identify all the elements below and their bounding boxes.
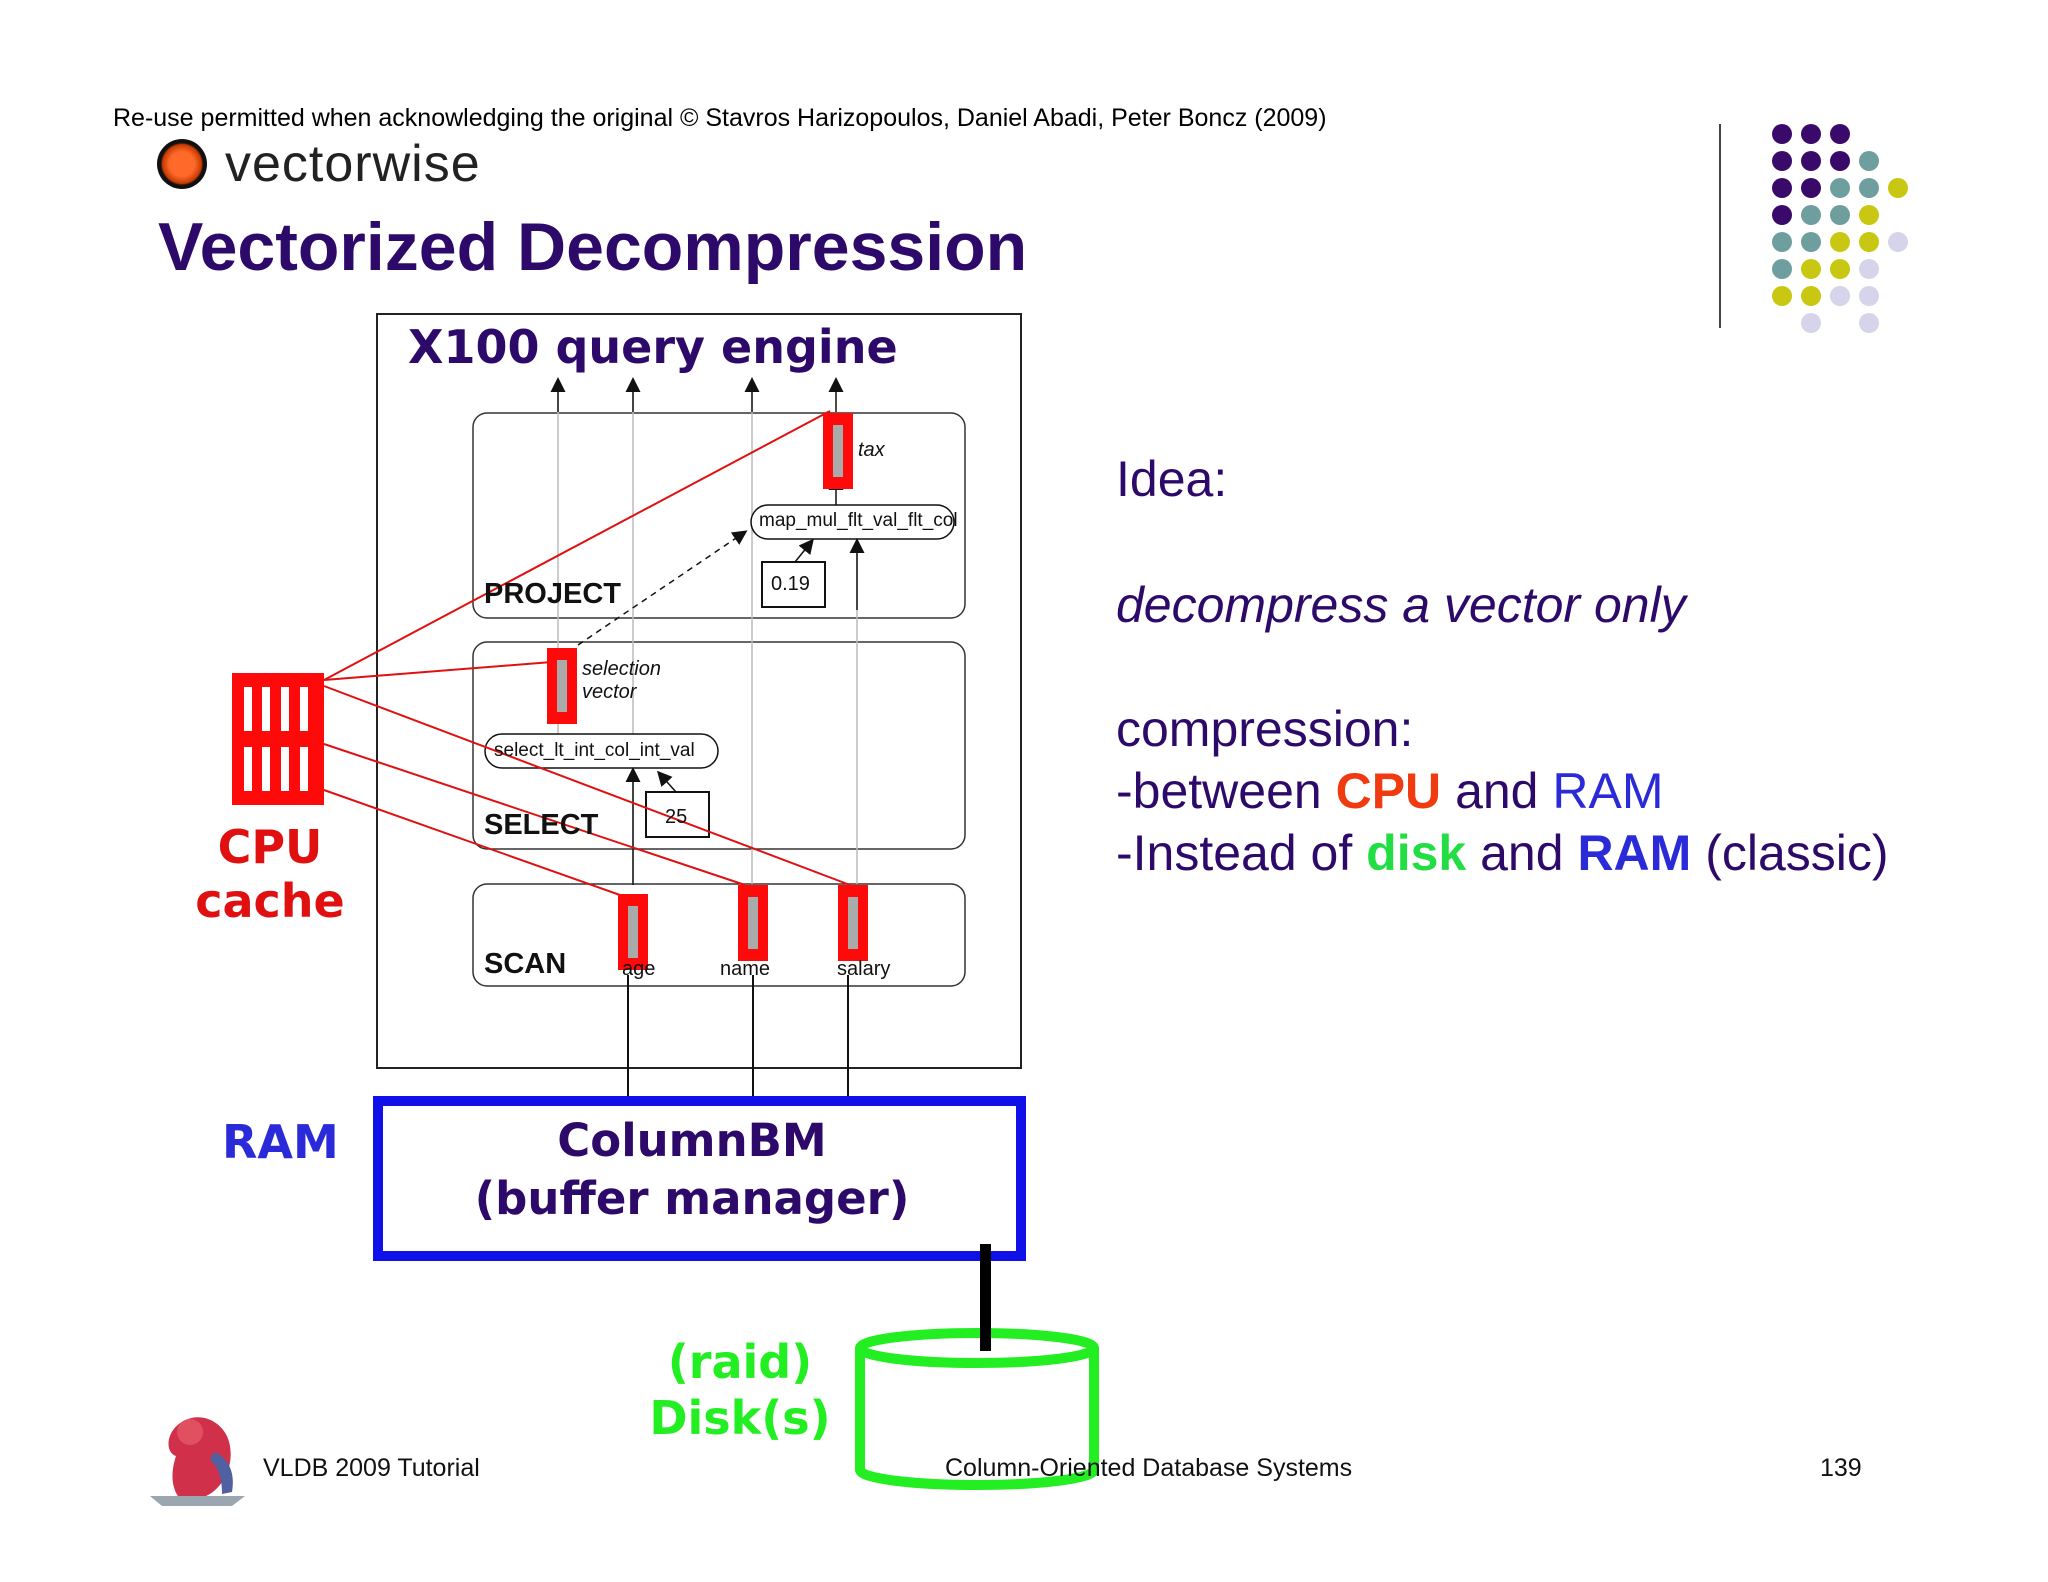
footer-left: VLDB 2009 Tutorial [263,1454,480,1482]
select-primitive-box [484,733,719,769]
dot-row-1 [1772,124,1850,144]
logo-orb-icon [157,139,207,189]
scan-operator-label: SCAN [484,948,567,980]
columnbm-label-line1: ColumnBM [557,1114,827,1167]
cpu-cache-label-line2: cache [195,874,345,928]
column-input-lines [627,975,849,1096]
selection-vector-dashed-arrow [577,530,748,646]
line2-disk: disk [1366,825,1467,881]
project-constant-box [761,561,826,608]
column-label-age: age [622,958,656,980]
cache-connection-lines [323,410,851,896]
dot-row-2 [1772,151,1879,171]
map-primitive-label: map_mul_flt_val_flt_col [759,510,958,531]
selection-vector-label-2: vector [582,681,637,703]
line2-prefix: -Instead of [1116,825,1367,881]
selection-vector-label-1: selection [582,658,661,680]
footer-center: Column-Oriented Database Systems [945,1454,1353,1482]
line1-cpu: CPU [1335,763,1442,819]
const-to-map-arrow [794,538,814,563]
decorative-dot-grid [1772,124,1908,333]
disk-label: (raid) Disk(s) [630,1334,850,1446]
cpu-cache-block [232,673,324,805]
tax-vector-marker [823,413,853,489]
line2-ram: RAM [1577,825,1692,881]
logo-text: vectorwise [225,135,481,193]
select-operator-label: SELECT [484,809,599,841]
lion-mascot-icon [150,1417,245,1506]
select-constant-box [645,791,710,838]
line1-prefix: -between [1116,763,1336,819]
tax-label: tax [858,439,885,461]
dot-row-3 [1772,178,1908,198]
line1-mid: and [1441,763,1553,819]
project-operator-label: PROJECT [484,578,621,610]
slide-title: Vectorized Decompression [158,209,1028,285]
project-constant: 0.19 [771,573,810,595]
columnbm-label: ColumnBM (buffer manager) [382,1112,1002,1228]
column-label-name: name [720,958,771,980]
age-vector-marker [618,894,648,970]
selection-vector-marker [547,648,577,724]
scan-operator-box [472,883,966,987]
ram-label: RAM [222,1115,339,1169]
columnbm-box [373,1096,1026,1261]
select-operator-box [472,641,966,850]
cpu-cache-label-line1: CPU [217,820,323,874]
ram-disk-link [980,1244,991,1351]
disk-cylinder-icon [855,1328,1099,1490]
salary-vector-marker [838,885,868,961]
line2-suffix: (classic) [1691,825,1889,881]
project-operator-box [472,412,966,619]
idea-heading: Idea: [1116,451,1228,507]
dot-row-4 [1772,205,1879,225]
disk-label-line1: (raid) [667,1335,813,1389]
copyright-notice: Re-use permitted when acknowledging the … [113,104,1327,132]
header-divider [1719,124,1721,328]
dot-row-7 [1772,286,1879,306]
cpu-cache-label: CPU cache [180,820,360,928]
name-vector-marker [738,885,768,961]
line1-ram: RAM [1552,763,1664,819]
idea-statement: decompress a vector only [1116,577,1686,633]
query-engine-frame [376,313,1022,1069]
const-to-select-arrow [656,770,677,793]
compression-line-2: -Instead of disk and RAM (classic) [1116,824,1889,882]
vectorwise-logo: vectorwise [157,138,481,190]
column-label-salary: salary [837,958,891,980]
dot-row-5 [1772,232,1908,252]
page-number: 139 [1820,1454,1862,1482]
select-primitive-label: select_lt_int_col_int_val [494,740,695,761]
output-arrows [550,377,844,412]
disk-label-line2: Disk(s) [649,1391,831,1445]
compression-heading: compression: [1116,701,1414,757]
line2-mid: and [1466,825,1578,881]
dot-row-8 [1801,313,1879,333]
query-engine-title: X100 query engine [408,320,898,374]
select-constant: 25 [665,806,688,828]
compression-line-1: -between CPU and RAM [1116,762,1664,820]
dot-row-6 [1772,259,1879,279]
columnbm-label-line2: (buffer manager) [474,1172,910,1225]
